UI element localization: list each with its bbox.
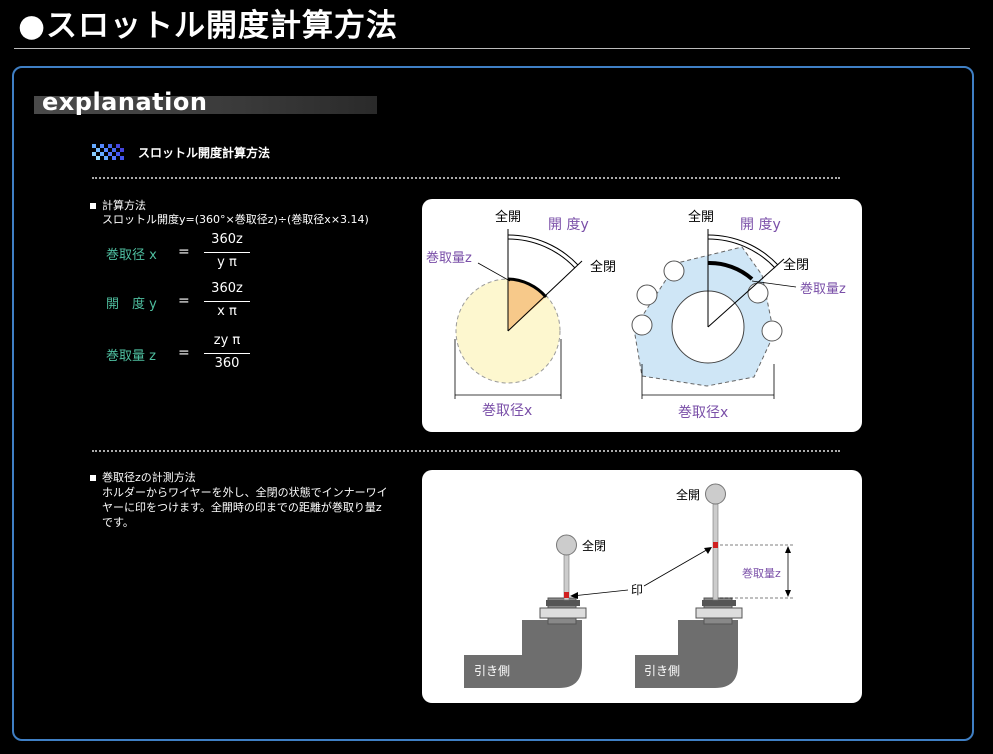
title-divider — [14, 48, 970, 49]
cable-diagram-svg: 引き側 全閉 引き側 全開 印 巻取量z — [464, 483, 794, 688]
formula-equals: = — [178, 244, 190, 260]
formula-numerator: zy π — [213, 333, 241, 348]
calc-method-heading: 計算方法 — [90, 197, 146, 213]
measure-method-heading: 巻取径zの計測方法 — [90, 469, 196, 485]
label-pull-side-2: 引き側 — [644, 664, 680, 678]
fraction-bar — [204, 301, 250, 302]
formula-label: 巻取径 x — [106, 248, 157, 263]
fraction-bar — [204, 252, 250, 253]
label-takeup-z: 巻取量z — [426, 251, 472, 266]
label-full-close: 全閉 — [582, 538, 606, 553]
measure-description: ホルダーからワイヤーを外し、全閉の状態でインナーワイ ヤーに印をつけます。全開時… — [102, 485, 388, 530]
label-full-open: 全開 — [676, 487, 700, 502]
label-opening-y: 開 度y — [548, 217, 589, 233]
formula-denominator: 360 — [214, 356, 240, 371]
label-mark: 印 — [631, 583, 643, 597]
description-line: ホルダーからワイヤーを外し、全閉の状態でインナーワイ — [102, 486, 388, 499]
formula-denominator: x π — [217, 304, 237, 319]
measure-method-heading-text: 巻取径zの計測方法 — [102, 471, 196, 484]
formula-numerator: 360z — [211, 232, 243, 247]
label-opening-y-2: 開 度y — [740, 217, 781, 233]
formula-x: 巻取径 x = 360z y π — [106, 232, 256, 276]
formula-equals: = — [178, 293, 190, 309]
formula-denominator: y π — [217, 255, 237, 270]
fraction-bar — [204, 353, 250, 354]
label-full-open: 全開 — [495, 209, 521, 225]
dotted-divider-middle — [92, 450, 840, 452]
pulley-diagram: 全開 開 度y 全閉 巻取量z 巻取径x 全開 開 度y 全閉 巻取量z 巻取径… — [422, 199, 862, 432]
section-subtitle: スロットル開度計算方法 — [138, 146, 271, 160]
bullet-square-icon — [90, 475, 96, 481]
pulley-diagram-svg: 全開 開 度y 全閉 巻取量z 巻取径x 全開 開 度y 全閉 巻取量z 巻取径… — [426, 209, 846, 421]
label-full-open-2: 全開 — [688, 209, 714, 225]
content-panel — [12, 66, 974, 741]
page-title: ●スロットル開度計算方法 — [18, 8, 399, 44]
label-diameter-x-2: 巻取径x — [678, 405, 728, 421]
formula-y: 開 度 y = 360z x π — [106, 281, 256, 325]
formula-z: 巻取量 z = zy π 360 — [106, 333, 256, 377]
label-takeup-z-2: 巻取量z — [800, 282, 846, 297]
formula-equals: = — [178, 345, 190, 361]
calc-method-heading-text: 計算方法 — [102, 199, 146, 212]
description-line: です。 — [102, 516, 134, 529]
label-full-close-2: 全閉 — [783, 257, 809, 273]
checker-icon — [92, 144, 126, 160]
label-diameter-x: 巻取径x — [482, 403, 532, 419]
dotted-divider-top — [92, 177, 840, 179]
formula-numerator: 360z — [211, 281, 243, 296]
bullet-square-icon — [90, 203, 96, 209]
label-pull-side: 引き側 — [474, 664, 510, 678]
description-line: ヤーに印をつけます。全開時の印までの距離が巻取り量z — [102, 501, 382, 514]
cable-diagram: 引き側 全閉 引き側 全開 印 巻取量z — [422, 470, 862, 703]
formula-label: 開 度 y — [106, 297, 157, 312]
formula-line: スロットル開度y=(360°×巻取径z)÷(巻取径x×3.14) — [102, 213, 369, 226]
label-full-close: 全閉 — [590, 259, 616, 275]
section-header-label: explanation — [42, 88, 208, 116]
section-header-bar: explanation — [34, 88, 377, 116]
label-takeup-z: 巻取量z — [742, 567, 781, 580]
formula-label: 巻取量 z — [106, 349, 156, 364]
